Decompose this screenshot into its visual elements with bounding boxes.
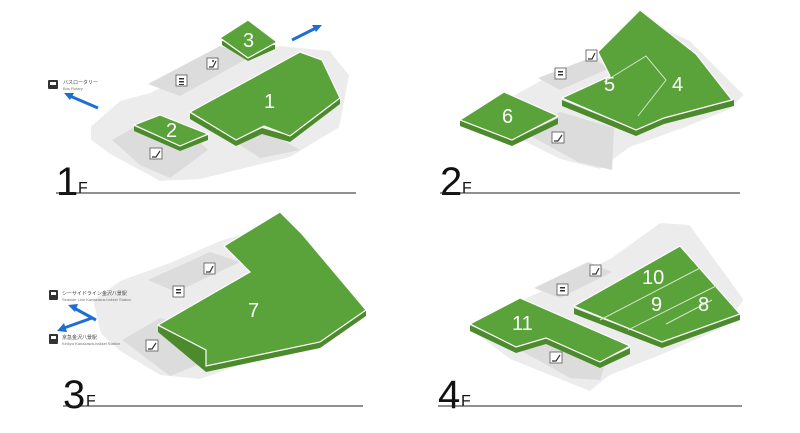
svg-text:F: F (86, 393, 96, 410)
elevator-icon (549, 351, 563, 364)
elevator-icon (551, 131, 565, 144)
floor-label-4f: 4 (438, 373, 460, 417)
floor-3f-map: 7 シーサイドライン金沢八景駅 Seaside Line Kanazawa-ha… (49, 211, 367, 417)
floor-2f-map: 6 5 4 2 F (440, 9, 747, 204)
floor-label-2f: 2 (440, 160, 462, 204)
shop-number-9: 9 (651, 294, 662, 316)
shop-number-11: 11 (512, 313, 533, 335)
arrow-keikyu (63, 316, 93, 330)
restroom-icon (172, 285, 185, 298)
svg-text:F: F (462, 180, 472, 197)
svg-text:F: F (461, 393, 471, 410)
shop-number-2-visible: 2 (166, 120, 177, 142)
seaside-line-jp: シーサイドライン金沢八景駅 (62, 290, 127, 297)
elevator-icon (149, 147, 163, 160)
shop-number-8: 8 (698, 294, 709, 316)
corridor-area (148, 46, 252, 96)
shop-6[interactable] (458, 91, 560, 141)
floor-4f-map: 11 10 9 8 4 F (438, 220, 747, 417)
escalator-icon (585, 49, 598, 62)
shop-4-5[interactable] (560, 9, 734, 131)
floor-label-1f: 1 (56, 160, 78, 204)
bus-rotary-en: Bus Rotary (63, 86, 83, 91)
arrow-bus (69, 94, 99, 110)
arrow-exit (291, 26, 317, 42)
floor-1f-map: 3 2 1 バスロータリー Bus R (48, 19, 356, 204)
shop-number-6: 6 (502, 106, 513, 128)
escalator-icon (206, 57, 219, 70)
keikyu-en: Keikyu Kanazawa-hakkei Station (62, 341, 120, 346)
arrow-seaside (73, 306, 97, 322)
shop-number-3: 3 (243, 30, 254, 52)
bus-rotary-label: バスロータリー Bus Rotary (48, 79, 98, 91)
bus-rotary-jp: バスロータリー (63, 79, 98, 86)
shop-3[interactable] (218, 19, 279, 59)
shop-number-7: 7 (248, 300, 259, 322)
shop-7[interactable] (156, 211, 367, 367)
restroom-icon (554, 67, 567, 80)
elevator-icon (145, 339, 159, 352)
floor-label-3f: 3 (63, 373, 85, 417)
restroom-icon (556, 283, 569, 296)
escalator-icon (203, 262, 216, 275)
restroom-icon (175, 74, 188, 87)
shop-1[interactable] (188, 51, 341, 141)
shop-2[interactable] (132, 114, 210, 147)
seaside-line-en: Seaside Line Kanazawa-hakkei Station (62, 297, 131, 302)
shop-number-1: 1 (264, 91, 275, 113)
escalator-icon (589, 264, 602, 277)
keikyu-jp: 京急金沢八景駅 (62, 334, 97, 341)
shop-number-5: 5 (604, 74, 615, 96)
shop-number-4: 4 (672, 74, 683, 96)
keikyu-label: 京急金沢八景駅 Keikyu Kanazawa-hakkei Station (49, 334, 120, 346)
seaside-line-label: シーサイドライン金沢八景駅 Seaside Line Kanazawa-hakk… (49, 290, 131, 302)
corridor-area (148, 252, 240, 292)
shop-11[interactable] (468, 297, 632, 363)
svg-text:F: F (78, 180, 88, 197)
shop-number-10: 10 (642, 267, 664, 289)
corridor-area (538, 58, 610, 90)
shop-8-9-10[interactable] (572, 245, 742, 343)
